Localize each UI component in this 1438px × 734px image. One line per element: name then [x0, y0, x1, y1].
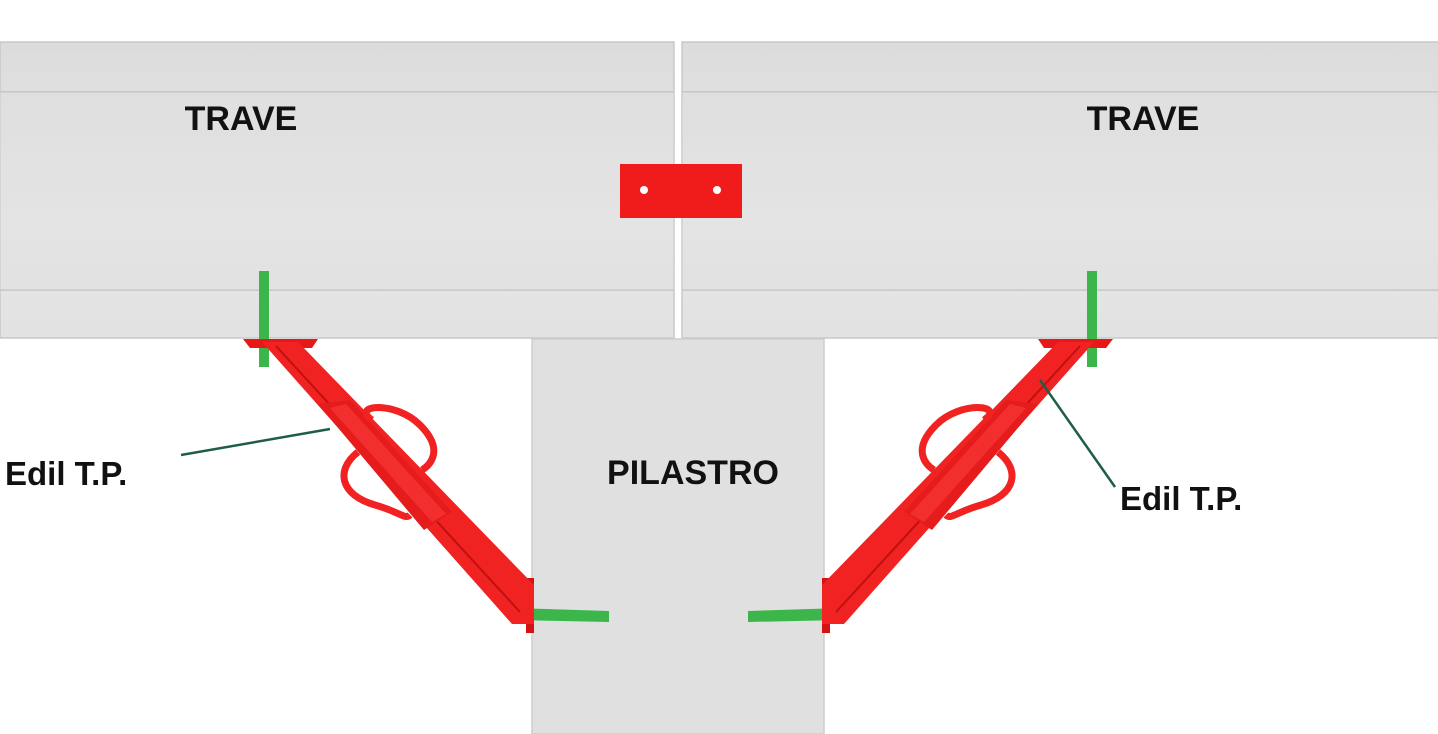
leader-line-right — [1038, 379, 1117, 488]
bracket-left-vertical — [259, 271, 269, 367]
beam-right — [681, 41, 1438, 339]
beam-right-label: TRAVE — [1087, 100, 1200, 138]
beam-left — [0, 41, 675, 339]
brace-left-label: Edil T.P. — [5, 455, 127, 492]
bracket-right-horizontal — [748, 608, 842, 622]
brace-right-label: Edil T.P. — [1120, 480, 1242, 517]
brace-right — [748, 271, 1113, 633]
leader-line-left — [180, 427, 331, 457]
beam-left-label: TRAVE — [185, 100, 298, 138]
pillar-label: PILASTRO — [607, 454, 779, 492]
bracket-left-horizontal — [514, 608, 609, 622]
pillar — [531, 338, 825, 734]
brace-left — [243, 271, 609, 633]
bracket-right-vertical — [1087, 271, 1097, 367]
connector-plate — [620, 164, 742, 218]
